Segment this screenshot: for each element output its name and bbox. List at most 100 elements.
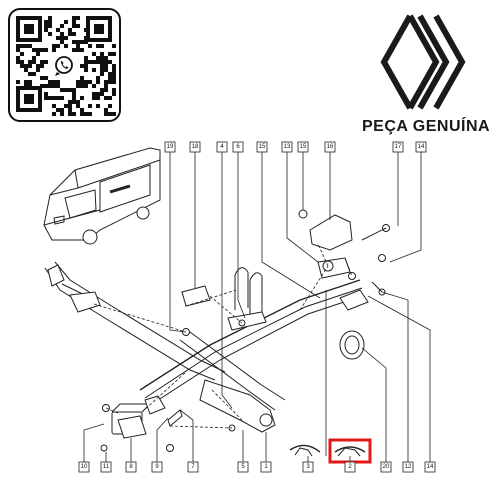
callout-box <box>125 461 137 473</box>
qr-module <box>56 80 60 84</box>
qr-code-pattern <box>16 16 116 116</box>
qr-module <box>112 68 116 72</box>
qr-module <box>44 76 48 80</box>
qr-module <box>84 68 88 72</box>
qr-module <box>92 60 96 64</box>
qr-module <box>108 80 112 84</box>
qr-module <box>60 36 64 40</box>
qr-module <box>60 32 64 36</box>
renault-diamond-logo <box>380 14 466 110</box>
qr-module <box>44 92 48 96</box>
qr-module <box>100 60 104 64</box>
qr-module <box>72 32 76 36</box>
callout-box <box>237 461 249 473</box>
qr-module <box>96 56 100 60</box>
callout-8[interactable]: 8 <box>125 461 137 473</box>
callout-18[interactable]: 18 <box>189 141 201 153</box>
qr-module <box>108 96 112 100</box>
callout-5[interactable]: 5 <box>237 461 249 473</box>
callout-number: 16 <box>327 144 334 150</box>
qr-module <box>96 60 100 64</box>
qr-module <box>52 48 56 52</box>
qr-module <box>76 48 80 52</box>
qr-module <box>100 68 104 72</box>
qr-module <box>104 88 108 92</box>
qr-module <box>88 44 92 48</box>
qr-module <box>68 100 72 104</box>
callout-6[interactable]: 6 <box>232 141 244 153</box>
qr-module <box>92 96 96 100</box>
callout-14[interactable]: 14 <box>415 141 427 153</box>
qr-module <box>52 84 56 88</box>
callout-9[interactable]: 9 <box>151 461 163 473</box>
callout-11[interactable]: 11 <box>100 461 112 473</box>
qr-module <box>80 108 84 112</box>
callout-number: 5 <box>241 464 245 470</box>
callout-7[interactable]: 7 <box>187 461 199 473</box>
qr-module <box>68 112 72 116</box>
qr-module <box>60 24 64 28</box>
callout-number: 18 <box>192 144 199 150</box>
callout-number: 14 <box>427 464 434 470</box>
callout-17[interactable]: 17 <box>392 141 404 153</box>
qr-module <box>76 104 80 108</box>
qr-module <box>60 108 64 112</box>
qr-module <box>44 84 48 88</box>
qr-module <box>48 20 52 24</box>
qr-module <box>72 100 76 104</box>
callout-1[interactable]: 1 <box>260 461 272 473</box>
qr-module <box>32 60 36 64</box>
qr-module <box>80 76 84 80</box>
qr-module <box>112 44 116 48</box>
callout-3[interactable]: 3 <box>302 461 314 473</box>
callout-number: 9 <box>155 464 159 470</box>
qr-module <box>48 96 52 100</box>
qr-module <box>44 28 48 32</box>
qr-module <box>84 80 88 84</box>
callout-number: 15 <box>300 144 307 150</box>
qr-module <box>108 112 112 116</box>
qr-module <box>24 64 28 68</box>
qr-module <box>100 88 104 92</box>
qr-module <box>92 92 96 96</box>
callout-box <box>297 141 309 153</box>
qr-module <box>104 112 108 116</box>
qr-module <box>108 76 112 80</box>
qr-module <box>24 68 28 72</box>
callout-box <box>164 141 176 153</box>
qr-module <box>20 52 24 56</box>
qr-module <box>112 88 116 92</box>
qr-code[interactable] <box>8 8 121 122</box>
qr-module <box>28 80 32 84</box>
callout-number: 2 <box>348 464 352 470</box>
qr-module <box>72 92 76 96</box>
callout-10[interactable]: 10 <box>78 461 90 473</box>
callout-15[interactable]: 15 <box>297 141 309 153</box>
qr-module <box>36 64 40 68</box>
callout-4[interactable]: 4 <box>216 141 228 153</box>
callout-14[interactable]: 14 <box>424 461 436 473</box>
qr-module <box>32 48 36 52</box>
qr-module <box>112 72 116 76</box>
callout-12[interactable]: 12 <box>402 461 414 473</box>
qr-module <box>48 24 52 28</box>
callout-box <box>151 461 163 473</box>
qr-module <box>40 60 44 64</box>
qr-module <box>28 44 32 48</box>
callout-13[interactable]: 13 <box>281 141 293 153</box>
callout-19[interactable]: 19 <box>164 141 176 153</box>
qr-module <box>96 104 100 108</box>
qr-module <box>16 56 20 60</box>
qr-module <box>36 52 40 56</box>
callout-15[interactable]: 15 <box>256 141 268 153</box>
qr-module <box>16 44 20 48</box>
qr-module <box>68 104 72 108</box>
qr-module <box>60 96 64 100</box>
callout-box <box>415 141 427 153</box>
callout-16[interactable]: 16 <box>324 141 336 153</box>
qr-module <box>44 96 48 100</box>
qr-module <box>96 76 100 80</box>
callout-2[interactable]: 2 <box>344 461 356 473</box>
callout-box <box>380 461 392 473</box>
callout-20[interactable]: 20 <box>380 461 392 473</box>
